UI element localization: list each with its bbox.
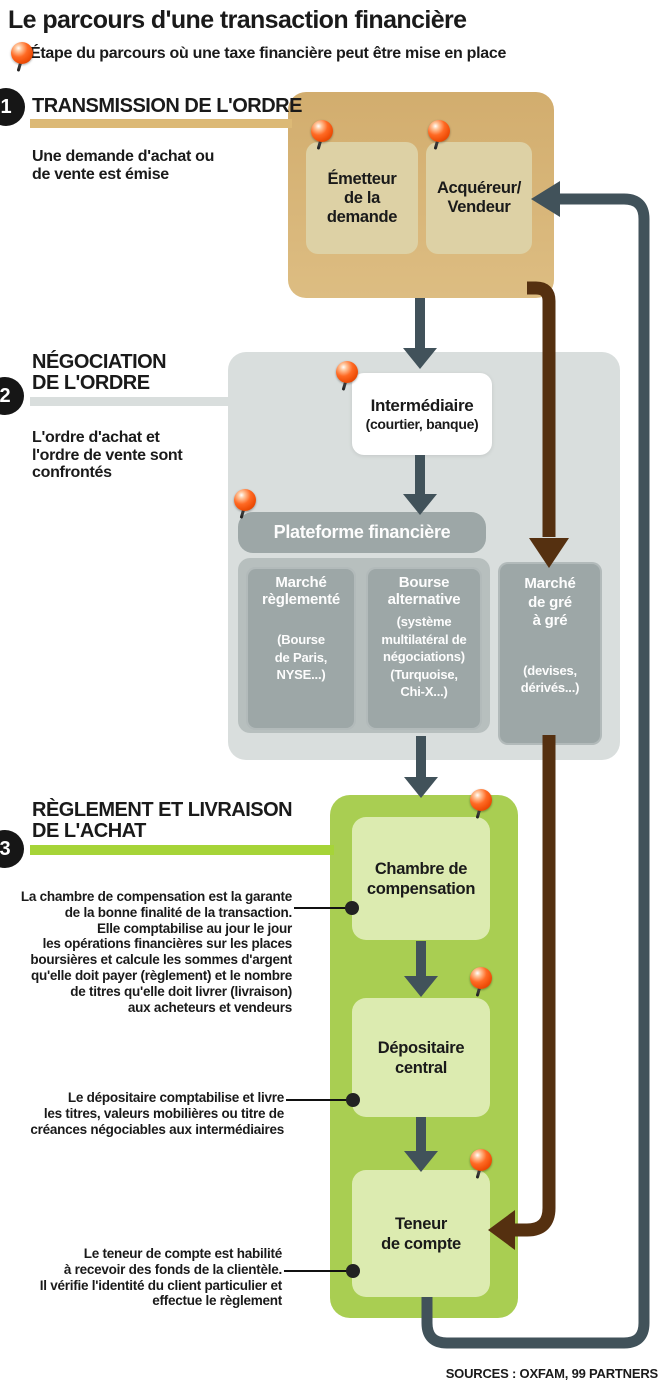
acquereur-box: Acquéreur/ Vendeur — [426, 142, 532, 254]
note-teneur: Le teneur de compte est habilité à recev… — [39, 1246, 283, 1309]
sources-credit: SOURCES : OXFAM, 99 PARTNERS — [445, 1366, 659, 1381]
section-2-underline — [30, 397, 240, 406]
marche-reglemente-examples: (Bourse de Paris, NYSE...) — [274, 632, 328, 682]
pin-icon — [11, 42, 33, 64]
intermediaire-title: Intermédiaire — [370, 396, 474, 415]
section-2-description: L'ordre d'achat et l'ordre de vente sont… — [32, 429, 183, 481]
section-2-number: 2 — [0, 384, 11, 407]
pin-icon-chambre — [470, 789, 492, 811]
section-1-number: 1 — [0, 95, 12, 118]
negociation-container: Intermédiaire (courtier, banque) Platefo… — [228, 352, 620, 760]
pin-icon-emetteur — [311, 120, 333, 142]
section-2-badge: 2 — [0, 377, 24, 415]
section-1-description: Une demande d'achat ou de vente est émis… — [32, 148, 215, 183]
marche-reglemente-box: Marché règlementé (Bourse de Paris, NYSE… — [246, 567, 356, 730]
plateforme-bar: Plateforme financière — [238, 512, 486, 553]
section-1-heading: TRANSMISSION DE L'ORDRE — [32, 95, 302, 117]
legend-text: Étape du parcours où une taxe financière… — [30, 45, 507, 62]
section-3-badge: 3 — [0, 830, 24, 868]
pin-icon-teneur — [470, 1149, 492, 1171]
bourse-alternative-box: Bourse alternative (système multilatéral… — [366, 567, 482, 730]
market-group: Marché règlementé (Bourse de Paris, NYSE… — [238, 558, 490, 733]
pin-icon-intermediaire — [336, 361, 358, 383]
section-3-heading: RÈGLEMENT ET LIVRAISON DE L'ACHAT — [32, 799, 293, 842]
note-depositaire: Le dépositaire comptabilise et livre les… — [30, 1090, 284, 1137]
page-title: Le parcours d'une transaction financière — [8, 6, 467, 34]
chambre-box: Chambre de compensation — [352, 817, 490, 940]
depositaire-box: Dépositaire central — [352, 998, 490, 1117]
marche-gre-title: Marché de gré à gré — [524, 575, 576, 629]
intermediaire-box: Intermédiaire (courtier, banque) — [352, 373, 492, 455]
reglement-container: Chambre de compensation Dépositaire cent… — [330, 795, 518, 1318]
section-3-underline — [30, 845, 334, 855]
section-1-underline — [30, 119, 292, 128]
bourse-alternative-detail: (système multilatéral de négociations) — [381, 614, 467, 664]
marche-reglemente-title: Marché règlementé — [261, 574, 341, 608]
teneur-box: Teneur de compte — [352, 1170, 490, 1297]
section-3-number: 3 — [0, 837, 11, 860]
pin-icon-plateforme — [234, 489, 256, 511]
intermediaire-subtitle: (courtier, banque) — [365, 416, 479, 432]
marche-gre-examples: (devises, dérivés...) — [520, 662, 580, 696]
bourse-alternative-examples: (Turquoise, Chi-X...) — [390, 666, 458, 700]
note-chambre: La chambre de compensation est la garant… — [20, 889, 292, 1015]
pin-icon-acquereur — [428, 120, 450, 142]
section-1-badge: 1 — [0, 88, 25, 126]
marche-gre-box: Marché de gré à gré (devises, dérivés...… — [498, 562, 602, 745]
bourse-alternative-title: Bourse alternative — [387, 574, 461, 608]
emetteur-box: Émetteur de la demande — [306, 142, 418, 254]
section-2-heading: NÉGOCIATION DE L'ORDRE — [32, 351, 167, 394]
pin-icon-depositaire — [470, 967, 492, 989]
